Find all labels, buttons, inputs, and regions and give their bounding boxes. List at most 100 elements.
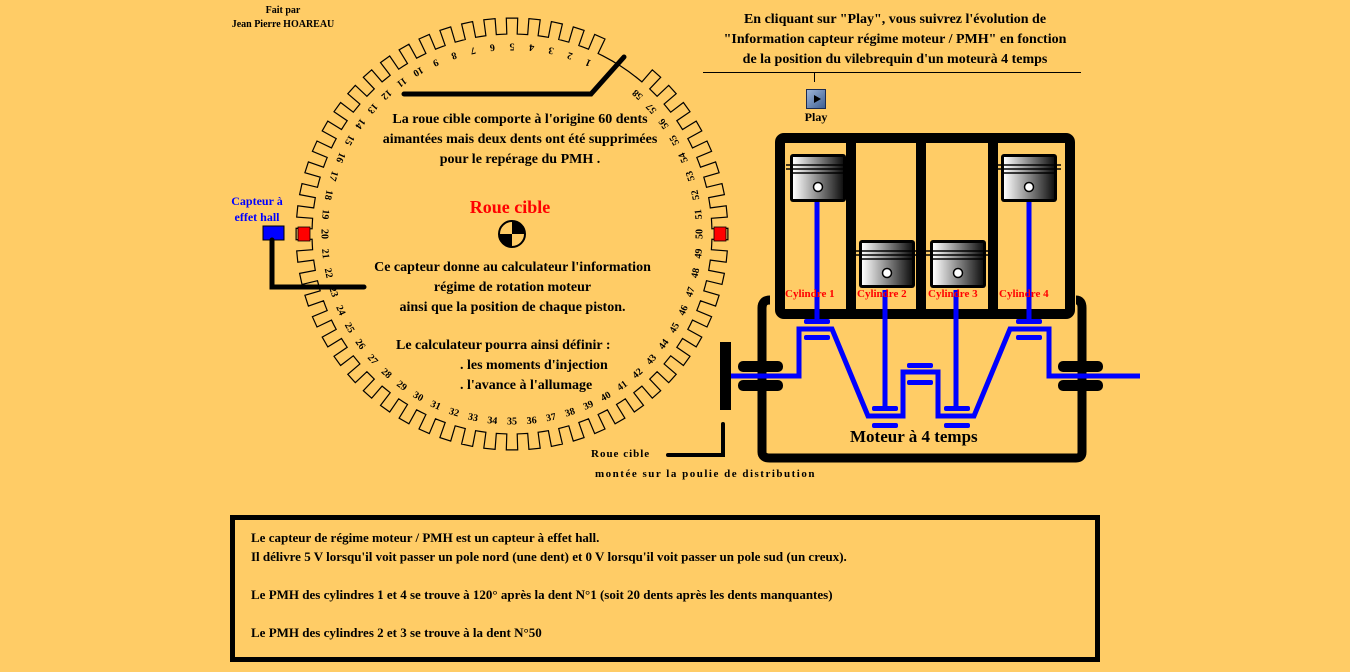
- intro-line3: de la position du vilebrequin d'un moteu…: [742, 52, 1048, 67]
- sensor-note-line: Ce capteur donne au calculateur l'inform…: [374, 260, 651, 275]
- engine-label: Moteur à 4 temps: [850, 427, 978, 446]
- tooth-label: 5: [510, 41, 515, 52]
- intro-text: En cliquant sur "Play", vous suivrez l'é…: [690, 10, 1100, 70]
- tooth-label: 34: [487, 415, 498, 427]
- tooth-label: 48: [689, 267, 702, 279]
- credit: Fait par Jean Pierre HOAREAU: [228, 4, 338, 32]
- connecting-rods: [814, 200, 1032, 409]
- tooth-label: 31: [429, 399, 443, 413]
- ecu-note-line: . les moments d'injection: [460, 358, 608, 373]
- tooth-label: 37: [545, 411, 557, 424]
- tooth-label: 6: [489, 41, 495, 52]
- tooth-label: 30: [411, 390, 425, 405]
- cylinder-label-3: Cylindre 3: [928, 288, 978, 300]
- tooth-label: 54: [677, 151, 691, 165]
- tooth-label: 24: [333, 304, 347, 318]
- wheel-outline: [295, 17, 729, 451]
- crank-journals: [804, 319, 1042, 428]
- hall-sensor: [262, 225, 285, 241]
- info-line: Le capteur de régime moteur / PMH est un…: [251, 530, 600, 545]
- info-box: Le capteur de régime moteur / PMH est un…: [230, 515, 1100, 662]
- tooth-label: 3: [548, 44, 555, 56]
- tooth-label: 40: [599, 390, 613, 405]
- teeth-note-line: pour le repérage du PMH .: [439, 152, 601, 167]
- tooth-label: 10: [411, 64, 425, 79]
- tooth-label: 27: [365, 352, 380, 367]
- tooth-label: 51: [693, 209, 705, 220]
- tooth-label: 47: [684, 286, 698, 299]
- sensor-label-line1: Capteur à: [231, 194, 283, 208]
- sensor-note-line: régime de rotation moteur: [433, 280, 592, 295]
- pulley: [720, 342, 731, 410]
- cylinder-label-2: Cylindre 2: [857, 288, 907, 300]
- crankshaft: [731, 326, 1140, 419]
- center-mark-icon: [498, 220, 526, 248]
- pulley-leader: [666, 422, 725, 457]
- tooth-label: 2: [566, 49, 574, 61]
- sensor-note-line: ainsi que la position de chaque piston.: [399, 300, 626, 315]
- highlighted-tooth-20: [297, 226, 311, 242]
- tooth-label: 33: [467, 411, 479, 424]
- sensor-label: Capteur à effet hall: [222, 193, 292, 225]
- intro-line1: En cliquant sur "Play", vous suivrez l'é…: [743, 12, 1047, 27]
- tooth-label: 32: [447, 406, 460, 420]
- tooth-label: 45: [668, 321, 683, 335]
- cylinder-label-4: Cylindre 4: [999, 288, 1049, 300]
- tooth-label: 58: [630, 87, 645, 102]
- engine-block: [738, 133, 1103, 463]
- play-label[interactable]: Play: [804, 110, 828, 124]
- tooth-label: 25: [342, 321, 357, 335]
- intro-pointer: [814, 72, 815, 82]
- piston-2: [855, 240, 919, 288]
- ecu-note-line: . l'avance à l'allumage: [460, 378, 593, 393]
- piston-3: [926, 240, 990, 288]
- tooth-label: 55: [668, 133, 683, 147]
- tooth-label: 20: [319, 229, 330, 239]
- teeth-note-leader: [401, 54, 627, 97]
- tooth-label: 19: [319, 209, 331, 220]
- teeth-note: La roue cible comporte à l'origine 60 de…: [340, 110, 700, 170]
- tooth-label: 18: [322, 189, 335, 201]
- info-line: Il délivre 5 V lorsqu'il voit passer un …: [251, 549, 847, 564]
- credit-line1: Fait par: [265, 5, 301, 16]
- tooth-label: 12: [379, 87, 394, 102]
- intro-line2: "Information capteur régime moteur / PMH…: [723, 32, 1067, 47]
- pulley-label-line1: Roue cible: [591, 448, 651, 460]
- tooth-label: 9: [431, 56, 440, 68]
- info-line: Le PMH des cylindres 1 et 4 se trouve à …: [251, 587, 833, 602]
- tooth-label: 15: [342, 133, 357, 147]
- tooth-label: 4: [529, 41, 535, 52]
- play-icon: [813, 95, 821, 103]
- ecu-note-line: Le calculateur pourra ainsi définir :: [396, 338, 611, 353]
- info-line: Le PMH des cylindres 2 et 3 se trouve à …: [251, 625, 542, 640]
- sensor-cable: [269, 237, 367, 290]
- piston-1: [786, 154, 850, 202]
- tooth-label: 39: [582, 399, 596, 413]
- pulley-label-line2: montée sur la poulie de distribution: [595, 468, 816, 480]
- target-wheel: 1234567891011121314151617181920212223242…: [295, 17, 729, 451]
- tooth-label: 7: [469, 44, 476, 56]
- highlighted-tooth-50: [713, 226, 727, 242]
- sensor-note: Ce capteur donne au calculateur l'inform…: [340, 258, 685, 318]
- cylinder-label-1: Cylindre 1: [785, 288, 835, 300]
- play-button[interactable]: [806, 89, 826, 109]
- tooth-label: 1: [584, 56, 593, 68]
- ecu-note: Le calculateur pourra ainsi définir : . …: [380, 336, 680, 396]
- intro-divider: [703, 72, 1081, 73]
- tooth-label: 8: [450, 49, 458, 61]
- wheel-title: Roue cible: [469, 197, 551, 217]
- credit-author: Jean Pierre HOAREAU: [231, 19, 335, 30]
- tooth-label: 22: [322, 267, 335, 279]
- tooth-label: 53: [684, 169, 698, 182]
- tooth-label: 38: [564, 406, 577, 420]
- tooth-label: 49: [693, 248, 705, 259]
- tooth-label: 17: [326, 169, 340, 182]
- tooth-label: 16: [333, 151, 347, 165]
- tooth-label: 36: [526, 415, 537, 427]
- teeth-note-line: aimantées mais deux dents ont été suppri…: [382, 132, 658, 147]
- tooth-label: 21: [319, 248, 331, 259]
- tooth-label: 46: [677, 304, 691, 318]
- sensor-label-line2: effet hall: [234, 210, 280, 224]
- tooth-label: 50: [695, 229, 706, 239]
- piston-4: [997, 154, 1061, 202]
